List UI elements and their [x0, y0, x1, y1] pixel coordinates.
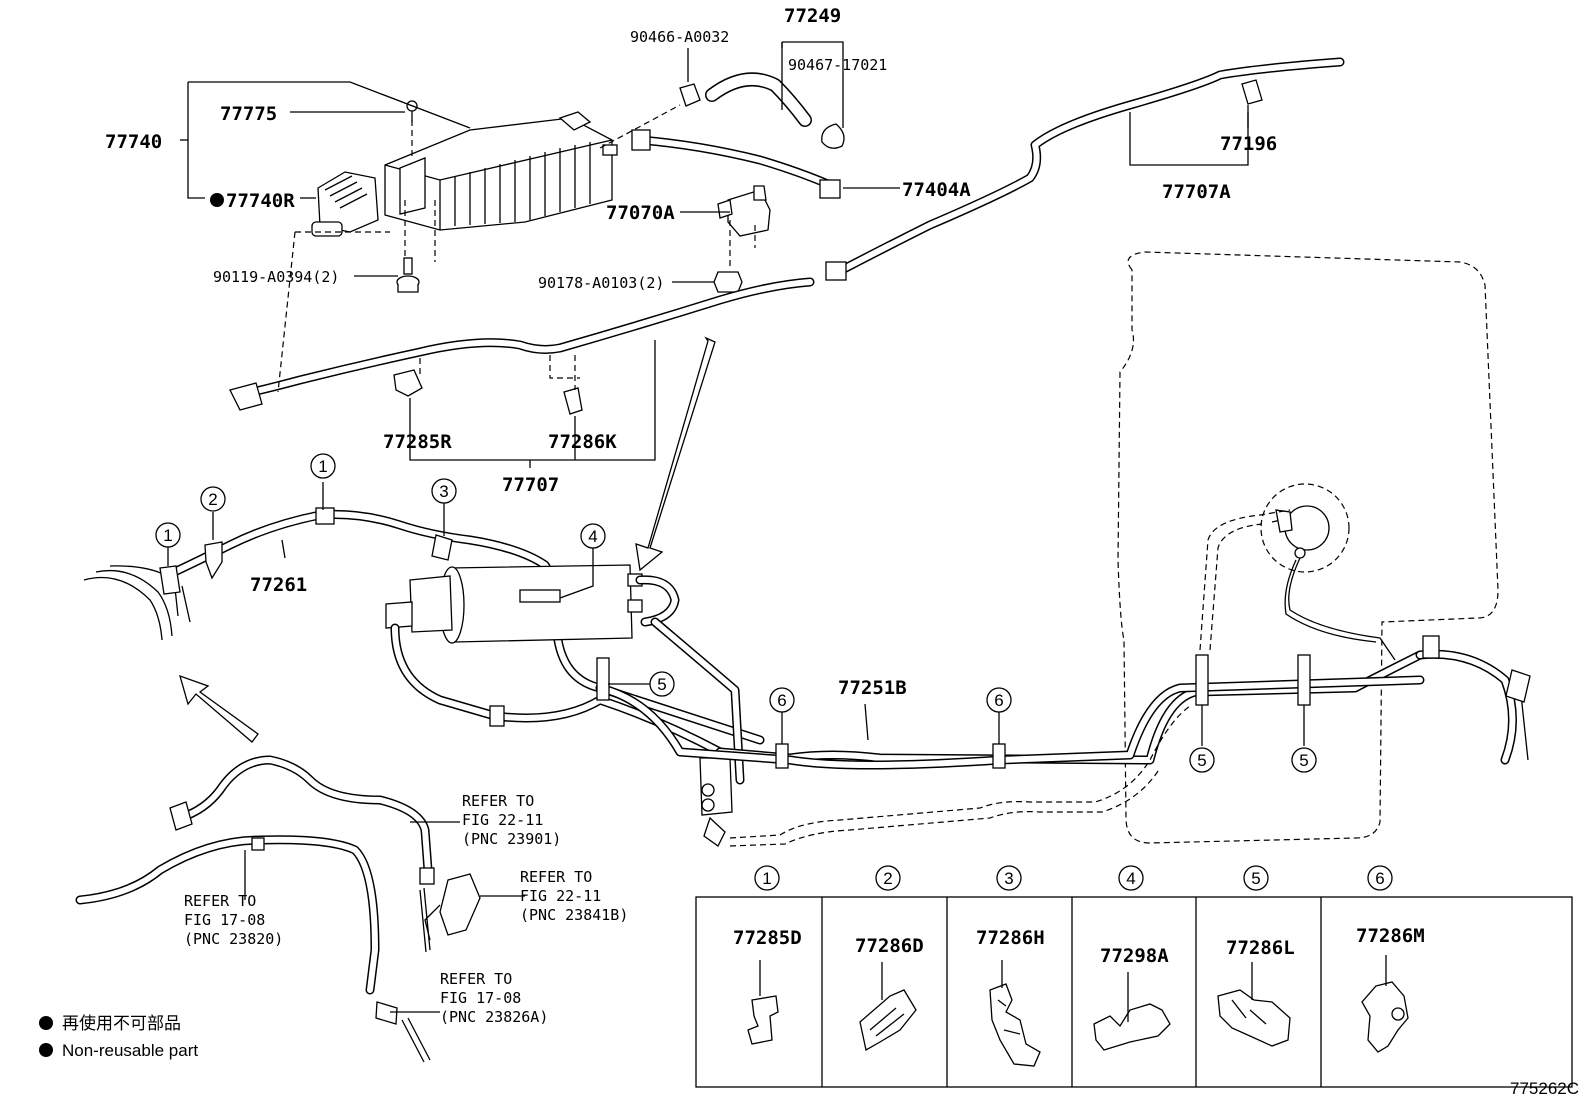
ref-4-line3: (PNC 23826A) — [440, 1008, 548, 1026]
ref-pipes-lower — [75, 755, 481, 1063]
legend-part-77298A: 77298A — [1100, 945, 1169, 967]
label-77740: 77740 — [105, 131, 162, 153]
canister-filter — [311, 171, 379, 237]
callout-6b: 6 — [994, 691, 1003, 710]
upper-leaders — [180, 41, 1249, 468]
clip-77286K — [563, 387, 583, 415]
non-reusable-marker — [210, 193, 224, 207]
legend-num-4: 4 — [1126, 869, 1135, 888]
callout-2: 2 — [208, 490, 217, 509]
label-77249: 77249 — [784, 5, 841, 27]
ref-2-line1: REFER TO — [520, 868, 592, 886]
clip-legend-table — [695, 896, 1573, 1088]
callout-4: 4 — [588, 527, 597, 546]
label-77285R: 77285R — [383, 431, 452, 453]
part-labels: 77249 90466-A0032 90467-17021 77775 7774… — [105, 5, 1277, 699]
note-japanese: 再使用不可部品 — [62, 1013, 181, 1033]
label-77707: 77707 — [502, 474, 559, 496]
pipe-clamps — [489, 654, 1311, 769]
clip-77285R — [393, 369, 423, 397]
arrow-up-left — [179, 674, 259, 743]
legend-num-6: 6 — [1375, 869, 1384, 888]
ref-4-line2: FIG 17-08 — [440, 989, 521, 1007]
bolt-90119 — [396, 257, 420, 293]
non-reusable-legend: 再使用不可部品 Non-reusable part — [39, 1013, 198, 1060]
ref-3-line1: REFER TO — [184, 892, 256, 910]
label-77070A: 77070A — [606, 202, 675, 224]
pipe-left-end — [83, 565, 173, 641]
label-90466-A0032: 90466-A0032 — [630, 28, 729, 46]
ref-2-line2: FIG 22-11 — [520, 887, 601, 905]
note-english: Non-reusable part — [62, 1041, 198, 1060]
ref-1-line3: (PNC 23901) — [462, 830, 561, 848]
fuel-tank-outline — [1117, 251, 1499, 844]
legend-part-77286H: 77286H — [976, 927, 1045, 949]
valve-77070A — [717, 185, 771, 237]
callout-5c: 5 — [1299, 751, 1308, 770]
ref-4-line1: REFER TO — [440, 970, 512, 988]
fuel-pump-ring — [1260, 483, 1396, 661]
label-77196: 77196 — [1220, 133, 1277, 155]
ref-1-line2: FIG 22-11 — [462, 811, 543, 829]
nut-90178 — [713, 271, 743, 293]
hose-77249 — [679, 72, 845, 149]
callout-6a: 6 — [777, 691, 786, 710]
label-77707A: 77707A — [1162, 181, 1231, 203]
ref-leaders — [244, 821, 525, 1013]
main-callouts: 1 2 1 3 4 5 6 6 5 5 — [155, 453, 1317, 773]
legend-num-2: 2 — [883, 869, 892, 888]
reference-notes: REFER TO FIG 22-11 (PNC 23901) REFER TO … — [184, 792, 628, 1026]
legend-num-1: 1 — [762, 869, 771, 888]
legend-part-77286L: 77286L — [1226, 937, 1295, 959]
main-leaders — [167, 482, 1305, 746]
callout-5a: 5 — [657, 675, 666, 694]
label-77286K: 77286K — [548, 431, 617, 453]
legend-part-77285D: 77285D — [733, 927, 802, 949]
tube-77707A — [825, 57, 1345, 281]
ref-3-line2: FIG 17-08 — [184, 911, 265, 929]
label-90119-A0394: 90119-A0394(2) — [213, 268, 339, 286]
label-77775: 77775 — [220, 103, 277, 125]
arrow-down — [635, 336, 716, 572]
label-77251B: 77251B — [838, 677, 907, 699]
legend-num-5: 5 — [1251, 869, 1260, 888]
ref-1-line1: REFER TO — [462, 792, 534, 810]
label-90467-17021: 90467-17021 — [788, 56, 887, 74]
check-valve — [699, 757, 733, 847]
dashed-return-line — [729, 509, 1291, 847]
legend-part-77286M: 77286M — [1356, 925, 1425, 947]
callout-5b: 5 — [1197, 751, 1206, 770]
label-77261: 77261 — [250, 574, 307, 596]
diagram-id: 775262C — [1510, 1079, 1579, 1098]
ref-2-line3: (PNC 23841B) — [520, 906, 628, 924]
charcoal-canister-main — [385, 564, 643, 644]
legend-num-3: 3 — [1004, 869, 1013, 888]
label-77404A: 77404A — [902, 179, 971, 201]
callout-3: 3 — [439, 482, 448, 501]
callout-1b: 1 — [318, 457, 327, 476]
tube-77707 — [229, 277, 815, 411]
charcoal-canister-upper — [384, 111, 618, 231]
legend-table-text: 1 77285D 2 77286D 3 77286H 4 77298A 5 77… — [733, 865, 1425, 967]
legend-part-77286D: 77286D — [855, 935, 924, 957]
callout-1a: 1 — [163, 526, 172, 545]
label-90178-A0103: 90178-A0103(2) — [538, 274, 664, 292]
hose-77404A — [631, 129, 841, 199]
ref-3-line3: (PNC 23820) — [184, 930, 283, 948]
label-77740R: 77740R — [226, 190, 295, 212]
pipe-77251B — [595, 635, 1531, 770]
